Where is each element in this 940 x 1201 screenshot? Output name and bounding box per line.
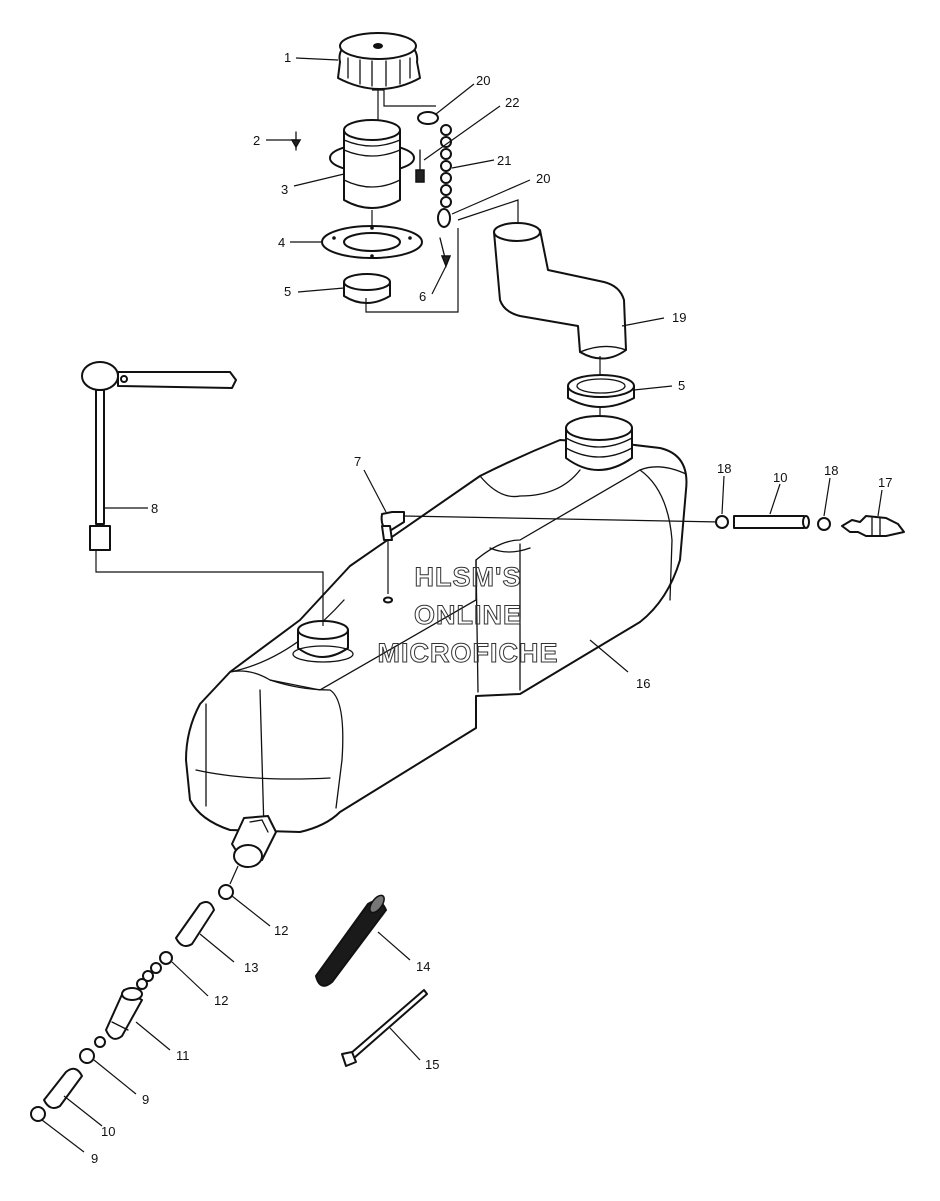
callout-9a: 9 bbox=[142, 1092, 149, 1107]
callout-14: 14 bbox=[416, 959, 430, 974]
callout-12a: 12 bbox=[274, 923, 288, 938]
callout-8: 8 bbox=[151, 501, 158, 516]
callout-7: 7 bbox=[354, 454, 361, 469]
tether-chain bbox=[417, 111, 452, 228]
retainer-ring-right bbox=[567, 374, 635, 408]
callout-16: 16 bbox=[636, 676, 650, 691]
vent-elbow bbox=[380, 511, 405, 541]
callout-21: 21 bbox=[497, 153, 511, 168]
callout-13: 13 bbox=[244, 960, 258, 975]
callout-10a: 10 bbox=[773, 470, 787, 485]
callout-22: 22 bbox=[505, 95, 519, 110]
filler-hose-elbow bbox=[493, 222, 627, 360]
screw-22 bbox=[415, 149, 425, 183]
callout-6: 6 bbox=[419, 289, 426, 304]
callout-19: 19 bbox=[672, 310, 686, 325]
retainer-ring-top bbox=[343, 273, 391, 304]
leader-lines bbox=[41, 57, 883, 1153]
callout-labels: 1 2 3 4 5 6 20 22 21 20 19 5 8 7 18 10 1… bbox=[91, 50, 892, 1166]
callout-20b: 20 bbox=[536, 171, 550, 186]
fuel-gauge-rod bbox=[81, 361, 237, 551]
callout-5a: 5 bbox=[284, 284, 291, 299]
fuel-line-assembly bbox=[30, 884, 234, 1122]
watermark-line-2: ONLINE bbox=[414, 600, 522, 630]
callout-12b: 12 bbox=[214, 993, 228, 1008]
callout-4: 4 bbox=[278, 235, 285, 250]
vent-hose-assembly bbox=[715, 515, 905, 537]
callout-2: 2 bbox=[253, 133, 260, 148]
callout-9b: 9 bbox=[91, 1151, 98, 1166]
callout-10b: 10 bbox=[101, 1124, 115, 1139]
filler-neck bbox=[329, 119, 415, 209]
callout-18b: 18 bbox=[824, 463, 838, 478]
callout-11: 11 bbox=[176, 1048, 190, 1063]
callout-1: 1 bbox=[284, 50, 291, 65]
watermark: HLSM'S ONLINE MICROFICHE bbox=[377, 562, 559, 669]
filler-cap bbox=[337, 32, 421, 90]
screw-6 bbox=[439, 237, 452, 269]
callout-5b: 5 bbox=[678, 378, 685, 393]
gasket bbox=[321, 225, 423, 259]
watermark-line-3: MICROFICHE bbox=[378, 638, 559, 668]
callout-17: 17 bbox=[878, 475, 892, 490]
callout-18a: 18 bbox=[717, 461, 731, 476]
fuel-tank bbox=[185, 415, 688, 868]
watermark-line-1: HLSM'S bbox=[415, 562, 522, 592]
callout-3: 3 bbox=[281, 182, 288, 197]
cable-tie bbox=[341, 989, 428, 1067]
callout-15: 15 bbox=[425, 1057, 439, 1072]
protective-sleeve bbox=[314, 894, 388, 987]
screw-2 bbox=[290, 131, 302, 151]
callout-20a: 20 bbox=[476, 73, 490, 88]
